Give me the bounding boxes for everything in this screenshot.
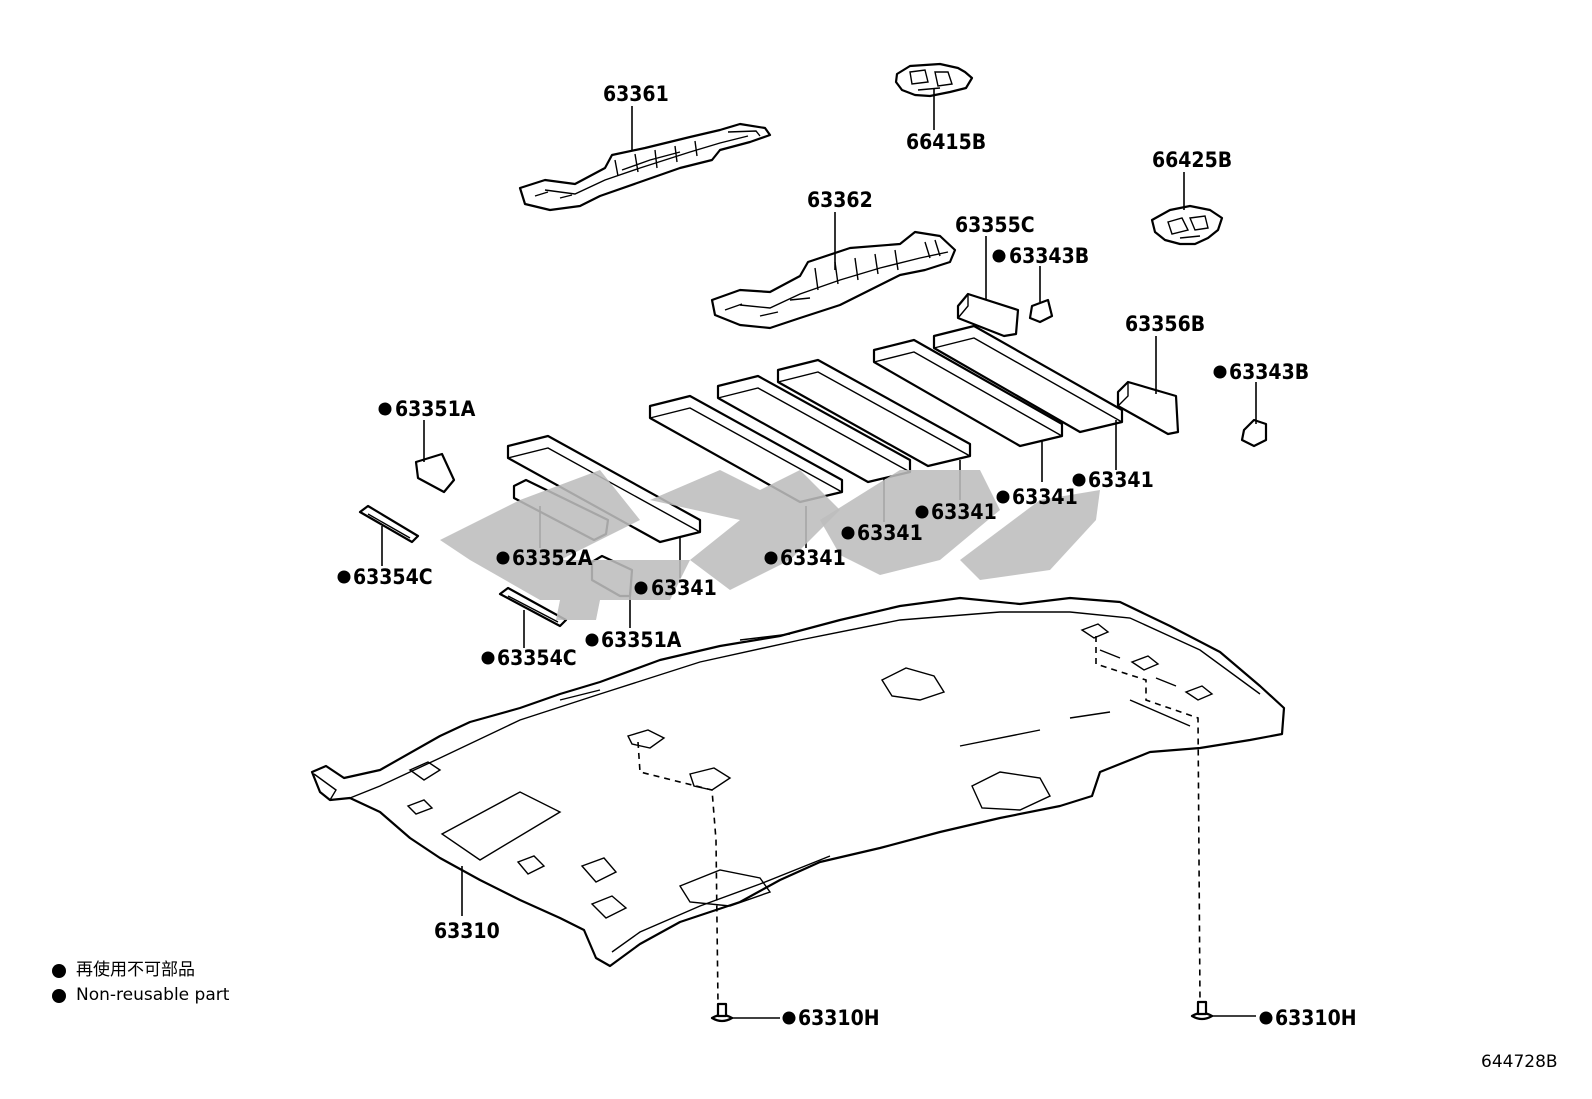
part-63310h-clip-right[interactable]: [1190, 1000, 1214, 1021]
callout-63361: 63361: [603, 82, 669, 106]
callout-63354c-1: 63354C: [353, 565, 433, 589]
callout-63352a: 63352A: [512, 546, 593, 570]
part-63343b-pad-right[interactable]: [1240, 418, 1268, 448]
callout-labels: 63361 66415B 66425B 63362 63355C 63343B …: [353, 82, 1357, 1030]
callout-63341-b: 63341: [1012, 485, 1078, 509]
part-63341-strip-4[interactable]: [776, 358, 972, 468]
callout-63355c: 63355C: [955, 213, 1035, 237]
callout-63341-f: 63341: [651, 576, 717, 600]
callout-63310: 63310: [434, 919, 500, 943]
part-63356b-pad[interactable]: [1116, 380, 1180, 436]
bullet-icon: [52, 963, 66, 978]
callout-63341-e: 63341: [780, 546, 846, 570]
callout-63356b: 63356B: [1125, 312, 1205, 336]
legend: 再使用不可部品 Non-reusable part: [52, 958, 229, 1008]
part-66415b-clip[interactable]: [894, 62, 974, 98]
legend-row-english: Non-reusable part: [52, 983, 229, 1008]
non-reusable-dots: [337, 249, 1273, 1025]
callout-66415b: 66415B: [906, 130, 986, 154]
part-63341-strip-6[interactable]: [932, 324, 1124, 434]
watermark-logo: [440, 470, 1100, 620]
callout-63351a-2: 63351A: [601, 628, 682, 652]
legend-row-japanese: 再使用不可部品: [52, 958, 229, 983]
part-63355c-pad[interactable]: [956, 292, 1020, 338]
part-63351a-pad-upper[interactable]: [414, 452, 456, 494]
part-63341-strip-5[interactable]: [872, 338, 1064, 448]
part-63343b-pad-upper[interactable]: [1028, 298, 1054, 324]
part-66425b-clip[interactable]: [1150, 204, 1224, 246]
callout-63362: 63362: [807, 188, 873, 212]
fastener-lines: [637, 636, 1201, 1005]
part-63362-bracket[interactable]: [710, 230, 957, 330]
part-63310h-clip-left[interactable]: [710, 1002, 734, 1023]
callout-63341-d: 63341: [857, 521, 923, 545]
callout-63343b-2: 63343B: [1229, 360, 1309, 384]
callout-66425b: 66425B: [1152, 148, 1232, 172]
part-63361-bracket[interactable]: [518, 122, 772, 212]
legend-text-english: Non-reusable part: [76, 985, 230, 1005]
callout-63310h-1: 63310H: [798, 1006, 880, 1030]
callout-63310h-2: 63310H: [1275, 1006, 1357, 1030]
callout-63341-c: 63341: [931, 500, 997, 524]
legend-text-japanese: 再使用不可部品: [76, 960, 195, 980]
part-63310-headliner[interactable]: [310, 596, 1286, 968]
callout-63341-a: 63341: [1088, 468, 1154, 492]
callout-63343b-1: 63343B: [1009, 244, 1089, 268]
callout-63351a-1: 63351A: [395, 397, 476, 421]
callout-63354c-2: 63354C: [497, 646, 577, 670]
bullet-icon: [52, 988, 66, 1003]
drawing-number: 644728B: [1481, 1052, 1558, 1072]
part-63354c-strip-upper[interactable]: [358, 504, 420, 544]
